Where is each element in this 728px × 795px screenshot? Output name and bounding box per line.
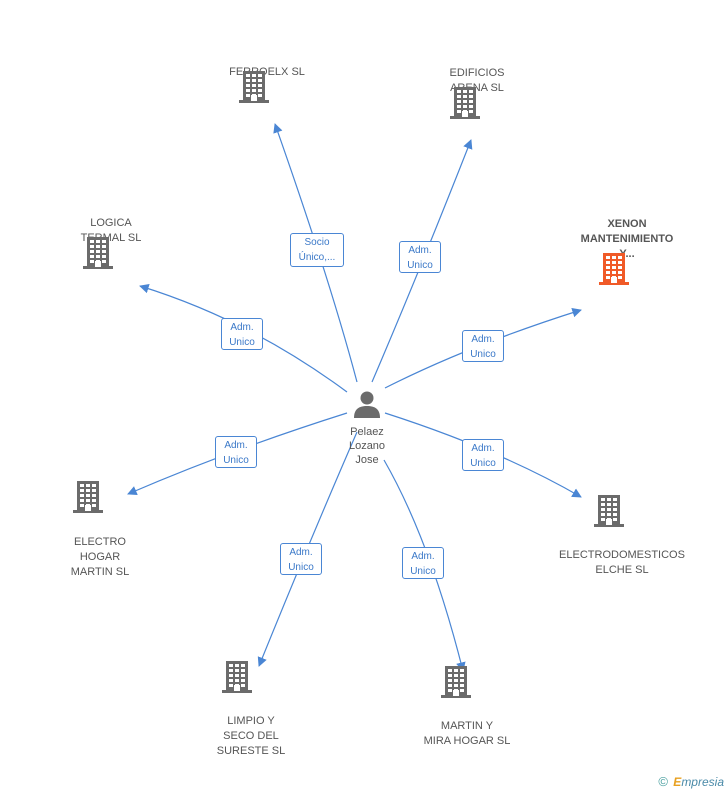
edge-label-electro[interactable]: Adm. Unico xyxy=(215,436,257,468)
brand-logo-text: mpresia xyxy=(681,775,724,789)
edge-label-logica[interactable]: Adm. Unico xyxy=(221,318,263,350)
copyright-icon: © xyxy=(658,774,668,789)
building-icon xyxy=(594,495,624,527)
building-martin[interactable] xyxy=(440,665,472,704)
company-label-martin[interactable]: MARTIN Y MIRA HOGAR SL xyxy=(423,720,511,747)
building-electro[interactable] xyxy=(72,480,104,519)
edge-label-edificios[interactable]: Adm. Unico xyxy=(399,241,441,273)
edge-label-electrodomesticos[interactable]: Adm. Unico xyxy=(462,439,504,471)
building-xenon[interactable] xyxy=(598,252,630,291)
edge-label-xenon[interactable]: Adm. Unico xyxy=(462,330,504,362)
building-icon xyxy=(73,481,103,513)
edge-label-martin[interactable]: Adm. Unico xyxy=(402,547,444,579)
person-node[interactable] xyxy=(352,389,382,419)
building-logica[interactable] xyxy=(82,236,114,275)
brand-logo-initial: E xyxy=(673,775,682,789)
building-icon xyxy=(239,71,269,103)
edge-label-ferroelx[interactable]: Socio Único,... xyxy=(290,233,344,267)
company-label-limpio[interactable]: LIMPIO Y SECO DEL SURESTE SL xyxy=(216,715,286,757)
footer-brand: © Empresia xyxy=(658,774,724,789)
person-name[interactable]: Pelaez Lozano Jose xyxy=(348,426,386,466)
building-icon xyxy=(441,666,471,698)
building-icon xyxy=(450,87,480,119)
building-icon xyxy=(599,253,629,285)
building-limpio[interactable] xyxy=(221,660,253,699)
building-ferroelx[interactable] xyxy=(238,70,270,109)
company-label-electro[interactable]: ELECTRO HOGAR MARTIN SL xyxy=(70,536,130,578)
edge-label-limpio[interactable]: Adm. Unico xyxy=(280,543,322,575)
building-edificios[interactable] xyxy=(449,86,481,125)
company-label-xenon[interactable]: XENON MANTENIMIENTO Y... xyxy=(580,218,674,260)
building-electrodomesticos[interactable] xyxy=(593,494,625,533)
building-icon xyxy=(222,661,252,693)
person-icon xyxy=(354,391,380,418)
building-icon xyxy=(83,237,113,269)
company-label-electrodomesticos[interactable]: ELECTRODOMESTICOS ELCHE SL xyxy=(559,549,685,576)
